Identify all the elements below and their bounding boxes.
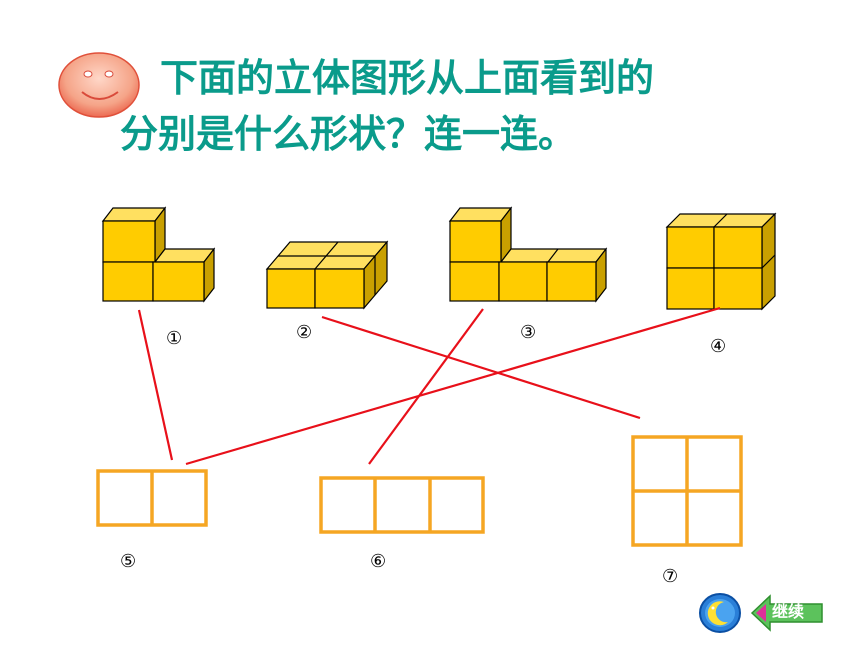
label-7: ⑦ xyxy=(662,566,679,587)
connector-line-2-7 xyxy=(321,315,641,420)
continue-button-label[interactable]: 继续 xyxy=(772,602,805,621)
nav-buttons xyxy=(699,593,823,633)
label-1: ① xyxy=(166,328,183,349)
title-line-2: 分别是什么形状？连一连。 xyxy=(120,112,577,156)
label-2: ② xyxy=(296,322,313,343)
label-5: ⑤ xyxy=(120,551,137,572)
page-title: 下面的立体图形从上面看到的 分别是什么形状？连一连。 xyxy=(120,50,654,162)
top-view-7[interactable] xyxy=(631,435,743,547)
label-6: ⑥ xyxy=(370,551,387,572)
title-line-1: 下面的立体图形从上面看到的 xyxy=(160,56,655,100)
solid-figure-1[interactable] xyxy=(101,206,216,303)
continue-button[interactable] xyxy=(750,594,823,632)
arrow-left-icon xyxy=(756,604,766,622)
solid-figure-2[interactable] xyxy=(265,240,389,310)
label-3: ③ xyxy=(520,322,537,343)
connector-line-4-5 xyxy=(185,306,721,466)
top-view-6[interactable] xyxy=(319,476,485,534)
home-moon-button[interactable] xyxy=(699,593,741,633)
top-view-5[interactable] xyxy=(96,469,208,527)
solid-figure-3[interactable] xyxy=(448,206,608,303)
smiley-face-icon xyxy=(58,52,140,118)
solid-figure-4[interactable] xyxy=(665,212,777,311)
label-4: ④ xyxy=(710,336,727,357)
connector-line-1-5 xyxy=(137,309,174,461)
connector-line-3-6 xyxy=(368,308,484,465)
